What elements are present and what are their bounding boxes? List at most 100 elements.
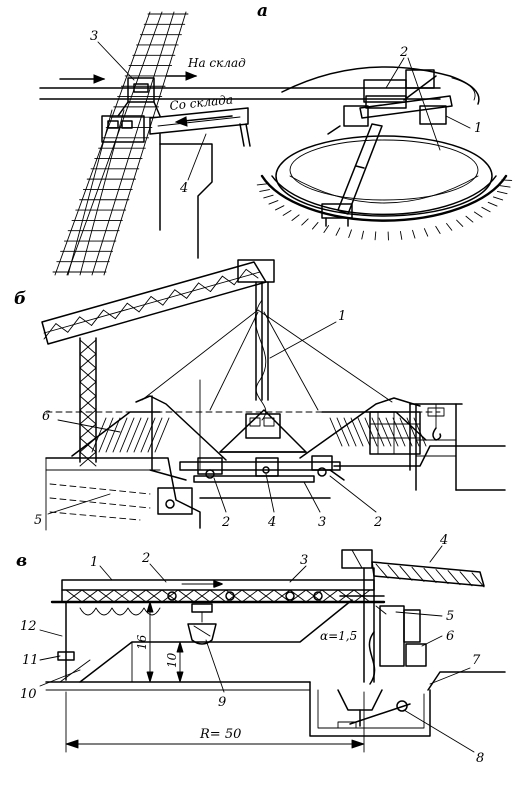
hatch-line <box>209 275 223 293</box>
hatch-line <box>456 219 464 227</box>
hatch-line <box>233 268 247 286</box>
hatch-line <box>435 569 449 585</box>
hatch-line <box>79 367 97 383</box>
panel-a-leaders <box>97 41 471 181</box>
hatch-line <box>291 214 300 221</box>
hatch-line <box>112 417 128 453</box>
hatch-line <box>126 417 142 453</box>
conveyor-to-storage <box>39 87 441 100</box>
panel-b-label-4: 4 <box>267 515 276 530</box>
ground-line-v <box>45 671 506 691</box>
to-storage-caption: На склад <box>187 56 246 70</box>
hatch-line <box>67 316 81 333</box>
hatch-line <box>79 381 97 397</box>
radius-dimension <box>65 691 365 753</box>
panel-v-label-4: 4 <box>439 533 448 548</box>
panel-a-letter: а <box>257 1 268 21</box>
hatch-line <box>209 589 227 603</box>
hatch-line <box>193 589 211 603</box>
panel-b-letter: б <box>14 289 26 309</box>
panel-v: в <box>16 533 506 766</box>
hatch-line <box>79 316 93 326</box>
conveyor-from-storage <box>149 107 251 147</box>
hatch-line <box>119 417 135 453</box>
panel-v-label-2: 2 <box>141 551 150 566</box>
hatch-line <box>348 229 352 238</box>
hatch-line <box>387 564 401 580</box>
lattice-boom <box>41 259 275 401</box>
hatch-line <box>412 229 416 239</box>
hatch-line <box>336 417 350 447</box>
hatch-line <box>492 196 504 201</box>
hatch-line <box>177 589 195 603</box>
trolley-grab <box>167 580 323 645</box>
hatch-line <box>81 589 99 603</box>
suspension-cables <box>141 299 393 421</box>
slope-text: α=1,5 <box>320 629 357 643</box>
hatch-line <box>481 206 491 213</box>
hatch-line <box>496 190 508 195</box>
dimension-10-text: 10 <box>165 652 179 668</box>
hatch-line <box>301 218 309 226</box>
hatch-line <box>79 423 97 439</box>
central-frame <box>135 379 421 471</box>
panel-a: а На склад <box>39 1 513 276</box>
right-station-v <box>309 549 485 737</box>
hatch-line <box>140 417 156 453</box>
dimension-16 <box>146 601 154 683</box>
hatch-line <box>97 589 115 603</box>
hatch-line <box>105 417 121 453</box>
hatch-line <box>129 589 147 603</box>
hatch-line <box>406 417 420 447</box>
hatch-line <box>459 571 473 587</box>
arrow-from-storage-shaft <box>183 115 233 122</box>
panel-v-label-1: 1 <box>90 555 98 570</box>
dimension-10 <box>176 641 184 683</box>
panel-b-label-6: 6 <box>42 409 50 424</box>
hatch-line <box>361 230 364 240</box>
hatch-line <box>138 296 152 313</box>
hatch-line <box>79 339 97 355</box>
hatch-line <box>378 417 392 447</box>
hatch-line <box>154 417 170 453</box>
hatch-line <box>55 323 69 333</box>
hatch-line <box>350 417 364 447</box>
hatch-line <box>221 275 235 286</box>
panel-b-label-2a: 2 <box>221 515 230 530</box>
hatch-line <box>435 225 441 234</box>
hatch-line <box>501 179 513 181</box>
hatch-line <box>145 589 163 603</box>
coal-piles <box>45 411 441 457</box>
hatch-line <box>487 201 498 207</box>
panel-b-label-2b: 2 <box>373 515 382 530</box>
panel-v-label-7: 7 <box>472 653 481 668</box>
hatch-line <box>392 417 406 447</box>
coal-pile-v <box>59 599 353 683</box>
right-structure <box>369 403 506 491</box>
hatch-line <box>311 221 319 230</box>
hatch-line <box>399 565 413 581</box>
unloading-building <box>101 115 213 259</box>
hatch-line <box>43 323 57 340</box>
hatch-line <box>259 189 270 192</box>
ring-hatching <box>256 179 513 241</box>
panel-v-label-5: 5 <box>446 609 454 624</box>
panel-v-label-8: 8 <box>476 751 484 766</box>
hatch-line <box>245 268 259 279</box>
panel-a-label-3: 3 <box>90 29 98 44</box>
hatch-line <box>321 589 339 603</box>
panel-v-leaders <box>39 545 475 753</box>
rotating-bridge <box>321 69 453 227</box>
hatch-line <box>399 231 403 240</box>
hatch-line <box>263 194 274 199</box>
hatch-line <box>282 210 292 216</box>
panel-b-label-1: 1 <box>338 309 346 324</box>
panel-b: б <box>14 259 506 531</box>
from-storage-caption: Со склада <box>169 92 234 113</box>
hatch-line <box>113 589 131 603</box>
hatch-line <box>174 289 188 299</box>
hatch-line <box>102 309 116 320</box>
panel-v-label-9: 9 <box>218 695 226 710</box>
hatch-line <box>268 200 279 205</box>
panel-v-label-12: 12 <box>20 619 37 634</box>
